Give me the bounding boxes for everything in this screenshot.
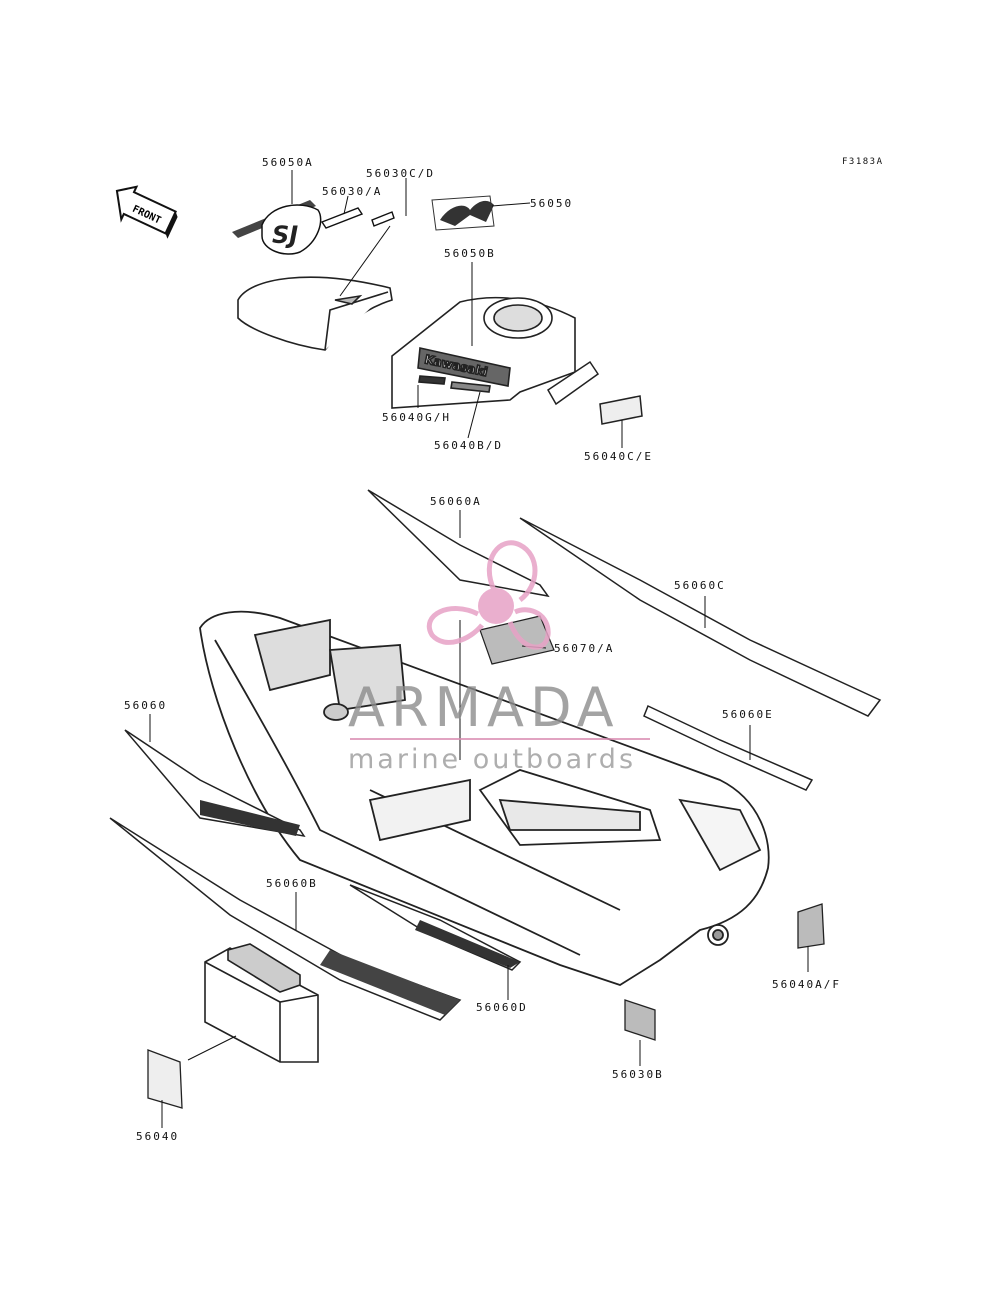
side-plate bbox=[547, 360, 600, 406]
part-label-56030b: 56030B bbox=[612, 1068, 664, 1081]
watermark-tagline: marine outboards bbox=[348, 744, 637, 775]
part-label-56040: 56040 bbox=[136, 1130, 180, 1143]
part-label-56050b: 56050B bbox=[444, 247, 496, 260]
watermark-rule bbox=[350, 738, 650, 740]
part-label-56060c: 56060C bbox=[674, 579, 726, 592]
part-label-56040af: 56040A/F bbox=[772, 978, 841, 991]
part-label-56050a: 56050A bbox=[262, 156, 314, 169]
watermark-brand: ARMADA bbox=[348, 676, 620, 739]
part-label-56030cd: 56030C/D bbox=[366, 167, 435, 180]
seat-cover bbox=[237, 276, 393, 351]
stripe-56060c bbox=[519, 517, 882, 717]
decal-56070a bbox=[479, 615, 555, 665]
part-label-56070a: 56070/A bbox=[554, 642, 615, 655]
decal-56040af bbox=[797, 903, 825, 949]
part-label-56060e: 56060E bbox=[722, 708, 774, 721]
figure-code: F3183A bbox=[842, 157, 884, 167]
decal-56030a bbox=[320, 207, 364, 229]
part-label-56060b: 56060B bbox=[266, 877, 318, 890]
part-label-56040bd: 56040B/D bbox=[434, 439, 503, 452]
decal-56030cd bbox=[371, 211, 395, 227]
part-label-56060a: 56060A bbox=[430, 495, 482, 508]
part-label-56060: 56060 bbox=[124, 699, 168, 712]
stripe-56060 bbox=[124, 729, 306, 838]
stripe-56060b bbox=[109, 817, 462, 1021]
hull bbox=[199, 610, 770, 986]
sj-decal-text: SJ bbox=[272, 221, 298, 249]
part-label-56050: 56050 bbox=[530, 197, 574, 210]
decal-56040ce bbox=[599, 395, 643, 425]
decal-56030b bbox=[624, 999, 656, 1041]
battery bbox=[204, 943, 319, 1063]
part-label-56060d: 56060D bbox=[476, 1001, 528, 1014]
part-label-56040gh: 56040G/H bbox=[382, 411, 451, 424]
stripe-56060a bbox=[367, 489, 550, 598]
decal-56040 bbox=[147, 1049, 183, 1109]
part-label-56030a: 56030/A bbox=[322, 185, 383, 198]
stripe-56060d bbox=[349, 884, 522, 971]
part-label-56040ce: 56040C/E bbox=[584, 450, 653, 463]
decal-56050 bbox=[431, 195, 495, 231]
armada-logo-icon bbox=[426, 540, 551, 650]
front-arrow-icon: FRONT bbox=[115, 185, 178, 239]
stripe-56060e bbox=[643, 704, 814, 791]
hood: Kawasaki bbox=[391, 296, 576, 409]
leader-lines bbox=[149, 170, 809, 1128]
sj-decal: SJ bbox=[232, 200, 322, 255]
